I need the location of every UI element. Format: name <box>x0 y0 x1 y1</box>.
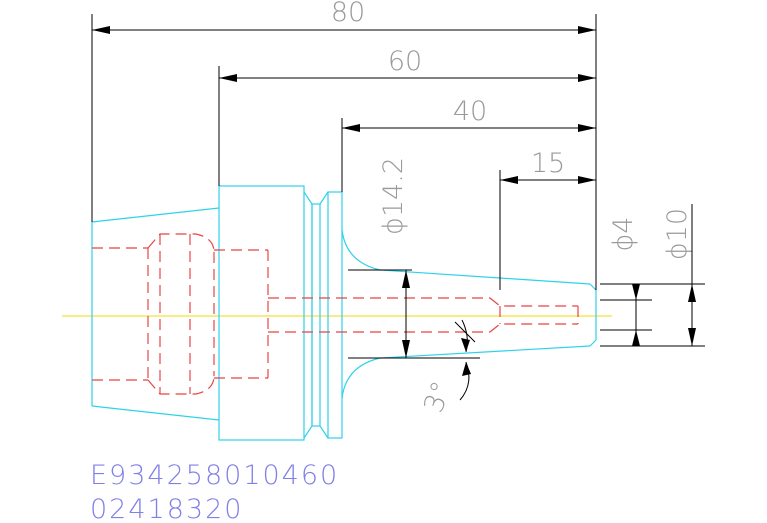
hidden-lines <box>92 233 579 395</box>
dim-label-60: 60 <box>388 46 422 77</box>
dimension-15: 15 <box>500 148 596 184</box>
dim-label-dia-14-2: ϕ14.2 <box>378 157 409 235</box>
dim-label-dia-10: ϕ10 <box>662 208 693 260</box>
dimension-dia-4: ϕ4 <box>608 217 640 346</box>
part-outline <box>91 185 597 441</box>
dim-label-15: 15 <box>531 148 565 179</box>
dimension-80: 80 <box>92 0 596 34</box>
dimension-60: 60 <box>219 46 596 82</box>
part-code-1: E934258010460 <box>90 460 339 491</box>
extension-lines <box>91 14 705 359</box>
dim-label-angle-3: 3° <box>418 377 458 416</box>
dimension-dia-14-2: ϕ14.2 <box>378 157 410 358</box>
dimension-angle-3: 3° <box>418 319 476 417</box>
dimension-dia-10: ϕ10 <box>662 204 696 346</box>
dim-label-40: 40 <box>453 96 487 127</box>
dim-label-dia-4: ϕ4 <box>608 217 639 252</box>
dimension-40: 40 <box>342 96 596 132</box>
dim-label-80: 80 <box>331 0 365 28</box>
part-code-2: 02418320 <box>90 494 243 523</box>
